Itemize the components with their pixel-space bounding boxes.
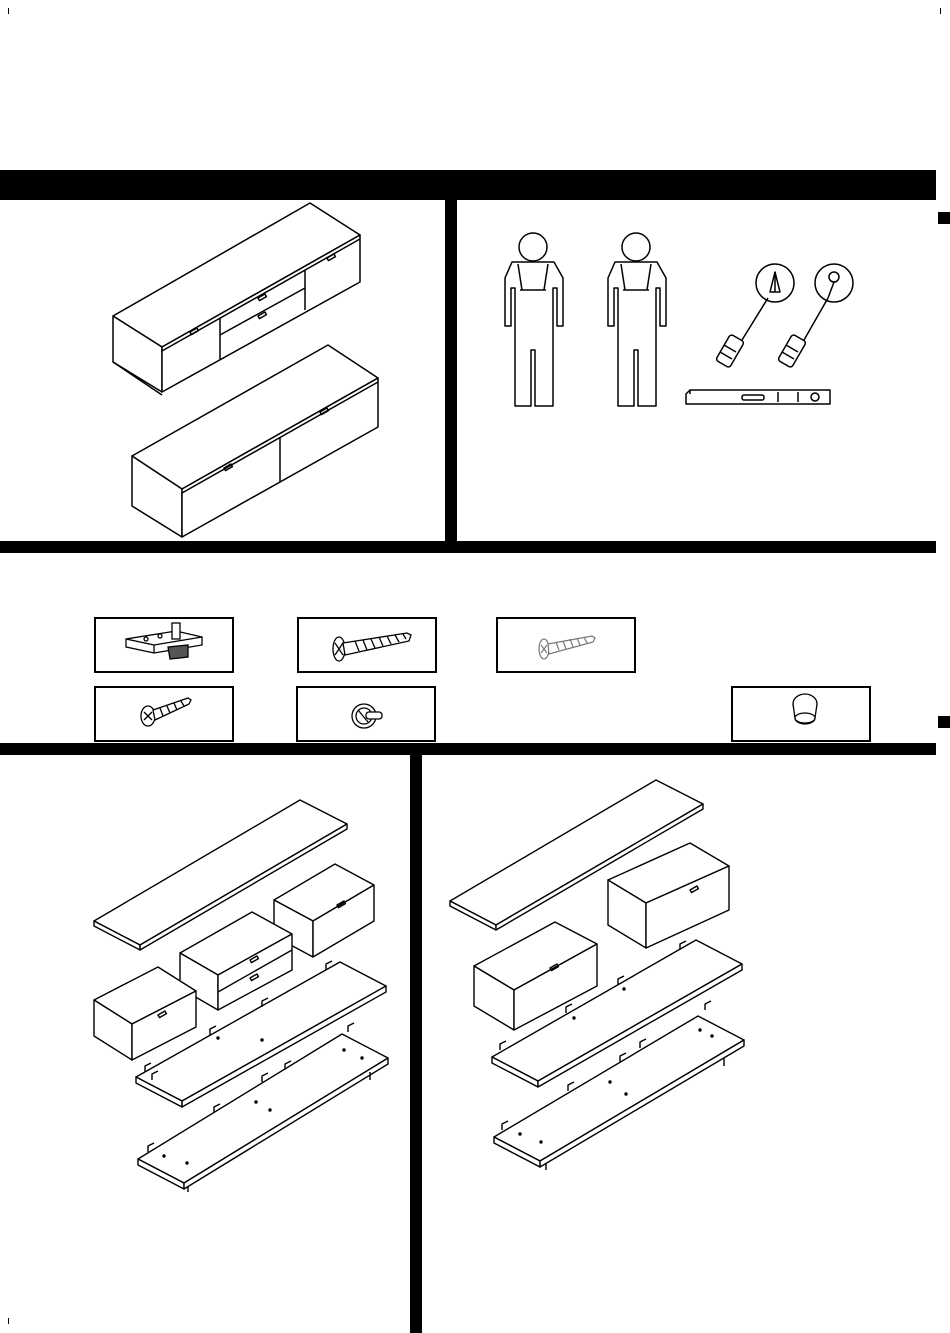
wall-unit-exploded-view [94, 800, 388, 1192]
floor-unit-exploded-view [450, 780, 744, 1170]
